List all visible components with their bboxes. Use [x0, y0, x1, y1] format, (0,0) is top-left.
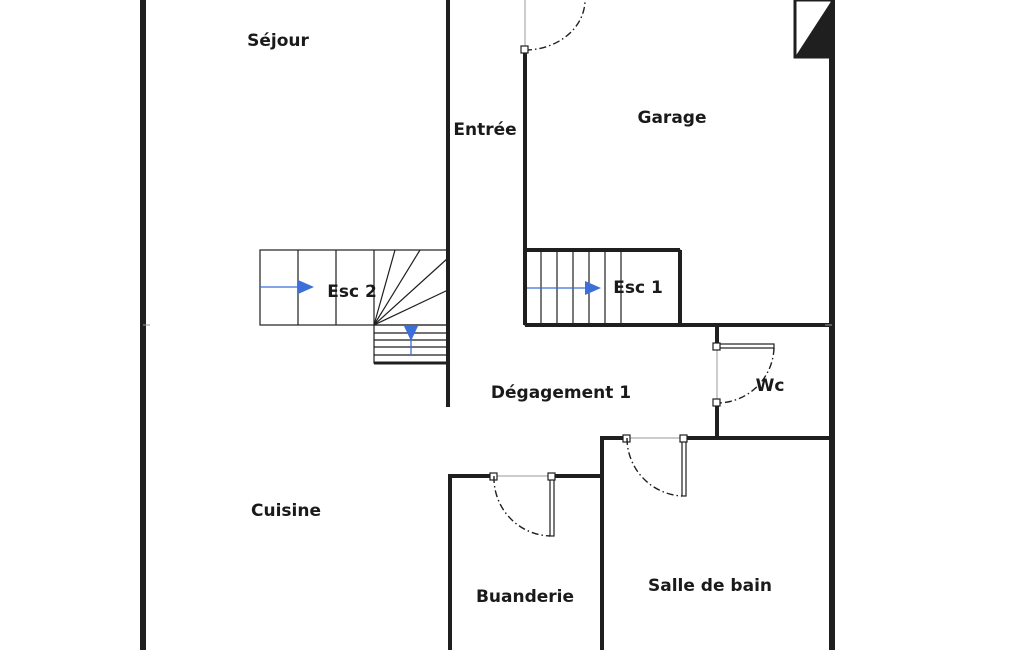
- room-label-salle-de-bain: Salle de bain: [647, 576, 773, 596]
- room-label-wc: Wc: [755, 376, 785, 396]
- thin-lines: [143, 324, 832, 477]
- bathroom-door: [622, 434, 688, 497]
- staircase-esc-1: [523, 248, 682, 327]
- staircase-esc-2: [259, 249, 449, 365]
- walls: [140, 0, 835, 650]
- room-label-degagement: Dégagement 1: [490, 383, 632, 403]
- room-label-buanderie: Buanderie: [475, 587, 575, 607]
- entrance-door: [520, 0, 586, 54]
- room-label-esc-2: Esc 2: [327, 282, 377, 302]
- wc-door: [712, 342, 775, 407]
- room-label-cuisine: Cuisine: [251, 501, 321, 521]
- corner-shaft: [793, 0, 834, 59]
- buanderie-door: [489, 472, 556, 537]
- room-label-garage: Garage: [637, 108, 707, 128]
- room-label-sejour: Séjour: [247, 31, 309, 51]
- doors: [489, 0, 775, 537]
- room-label-esc-1: Esc 1: [613, 278, 663, 298]
- room-label-entree: Entrée: [453, 120, 517, 140]
